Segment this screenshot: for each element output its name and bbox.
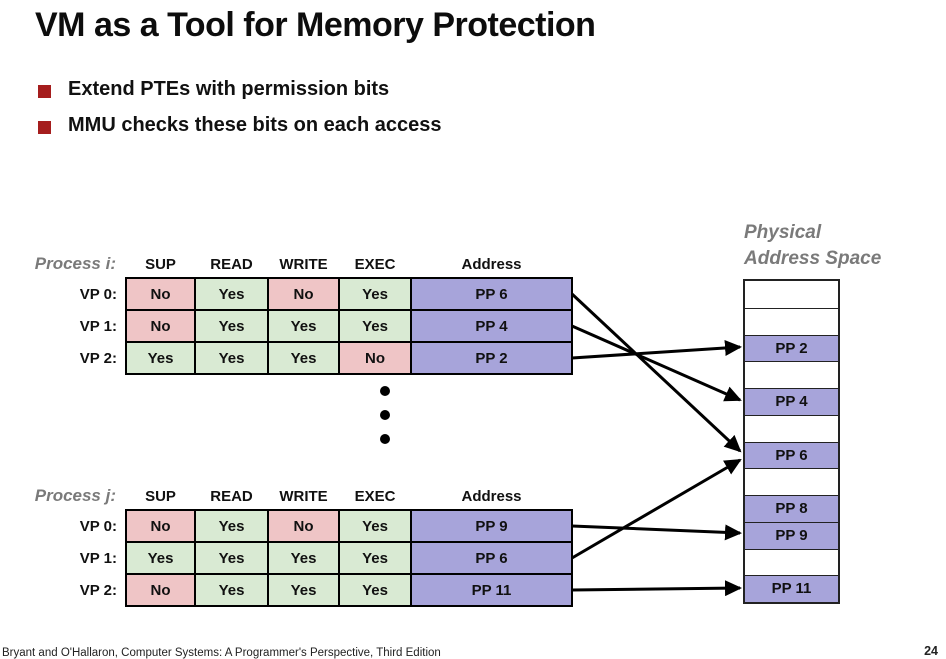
perm-cell-write: No [267, 277, 340, 311]
bullet-text: Extend PTEs with permission bits [68, 78, 390, 100]
perm-cell-read: Yes [194, 509, 269, 543]
vp-label: VP 2: [79, 349, 117, 367]
arrow-j-vp2-pp11 [571, 580, 742, 597]
column-header-read: READ [210, 256, 253, 273]
process-j-page-table: Process j: SUP READ WRITE EXEC Address V… [4, 483, 573, 607]
table-row: VP 0: No Yes No Yes PP 9 [4, 509, 573, 543]
perm-cell-sup: No [125, 509, 196, 543]
table-row: VP 2: Yes Yes Yes No PP 2 [4, 341, 573, 375]
vp-label: VP 0: [79, 517, 117, 535]
perm-cell-read: Yes [194, 341, 269, 375]
physical-label-line2: Address Space [744, 248, 882, 269]
arrow-j-vp1-pp6 [571, 458, 742, 560]
ellipsis-dots [380, 386, 390, 444]
perm-cell-exec: Yes [338, 573, 412, 607]
physical-address-space-label: Physical Address Space [744, 220, 881, 272]
arrow-i-vp0-pp6 [570, 292, 742, 453]
page-number: 24 [924, 644, 938, 658]
process-i-label: Process i: [34, 254, 116, 273]
perm-cell-sup: No [125, 309, 196, 343]
process-j-label: Process j: [34, 486, 116, 505]
column-header-exec: EXEC [354, 488, 396, 505]
dot-icon [380, 434, 390, 444]
physical-page-cell [745, 468, 838, 495]
physical-address-space: PP 2 PP 4 PP 6 PP 8 PP 9 PP 11 [743, 279, 840, 604]
arrow-i-vp2-pp2 [571, 339, 742, 360]
perm-cell-write: Yes [267, 573, 340, 607]
vp-label: VP 1: [79, 549, 117, 567]
address-cell: PP 2 [410, 341, 573, 375]
perm-cell-exec: Yes [338, 541, 412, 575]
perm-cell-sup: No [125, 573, 196, 607]
bullet-square-icon [38, 85, 51, 98]
physical-page-cell: PP 9 [745, 521, 838, 549]
perm-cell-exec: Yes [338, 309, 412, 343]
physical-page-cell: PP 2 [745, 334, 838, 362]
vp-label: VP 1: [79, 317, 117, 335]
arrow-i-vp1-pp4 [571, 324, 742, 402]
arrow-j-vp0-pp9 [571, 524, 742, 541]
physical-page-cell: PP 11 [745, 575, 838, 602]
table-row: VP 1: No Yes Yes Yes PP 4 [4, 309, 573, 343]
column-header-address: Address [461, 256, 522, 273]
physical-page-cell [745, 281, 838, 308]
physical-page-cell [745, 361, 838, 388]
physical-page-cell: PP 4 [745, 388, 838, 415]
perm-cell-write: Yes [267, 309, 340, 343]
perm-cell-write: Yes [267, 341, 340, 375]
perm-cell-write: No [267, 509, 340, 543]
process-i-page-table: Process i: SUP READ WRITE EXEC Address V… [4, 251, 573, 375]
column-header-write: WRITE [279, 488, 328, 505]
physical-page-cell [745, 414, 838, 442]
physical-page-cell [745, 548, 838, 576]
perm-cell-exec: No [338, 341, 412, 375]
perm-cell-sup: Yes [125, 341, 196, 375]
address-cell: PP 4 [410, 309, 573, 343]
address-cell: PP 6 [410, 541, 573, 575]
perm-cell-read: Yes [194, 309, 269, 343]
column-header-address: Address [461, 488, 522, 505]
footer-attribution: Bryant and O'Hallaron, Computer Systems:… [2, 647, 441, 659]
perm-cell-sup: Yes [125, 541, 196, 575]
table-row: VP 1: Yes Yes Yes Yes PP 6 [4, 541, 573, 575]
slide-title: VM as a Tool for Memory Protection [35, 6, 596, 44]
bullet-item: MMU checks these bits on each access [38, 114, 442, 137]
physical-page-cell: PP 6 [745, 441, 838, 469]
perm-cell-read: Yes [194, 573, 269, 607]
column-header-sup: SUP [145, 256, 176, 273]
table-row: VP 0: No Yes No Yes PP 6 [4, 277, 573, 311]
perm-cell-exec: Yes [338, 509, 412, 543]
column-header-read: READ [210, 488, 253, 505]
bullet-square-icon [38, 121, 51, 134]
bullet-item: Extend PTEs with permission bits [38, 78, 389, 101]
address-cell: PP 11 [410, 573, 573, 607]
column-header-exec: EXEC [354, 256, 396, 273]
table-row: VP 2: No Yes Yes Yes PP 11 [4, 573, 573, 607]
address-cell: PP 9 [410, 509, 573, 543]
perm-cell-read: Yes [194, 541, 269, 575]
perm-cell-sup: No [125, 277, 196, 311]
bullet-text: MMU checks these bits on each access [68, 114, 442, 136]
perm-cell-exec: Yes [338, 277, 412, 311]
vp-label: VP 2: [79, 581, 117, 599]
physical-label-line1: Physical [744, 222, 822, 243]
dot-icon [380, 410, 390, 420]
vp-label: VP 0: [79, 285, 117, 303]
physical-page-cell [745, 307, 838, 335]
perm-cell-read: Yes [194, 277, 269, 311]
physical-page-cell: PP 8 [745, 495, 838, 522]
dot-icon [380, 386, 390, 396]
column-header-sup: SUP [145, 488, 176, 505]
address-cell: PP 6 [410, 277, 573, 311]
column-header-write: WRITE [279, 256, 328, 273]
perm-cell-write: Yes [267, 541, 340, 575]
